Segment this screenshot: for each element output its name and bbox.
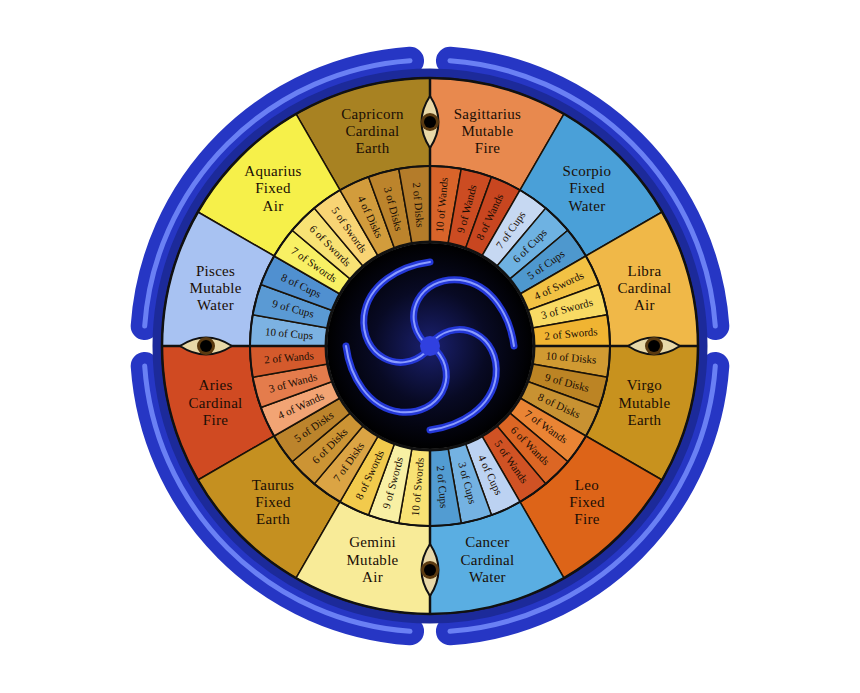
- swirl-glow: [346, 346, 446, 412]
- eye-iris: [197, 337, 215, 355]
- eye-outline: [422, 544, 439, 596]
- eye-pupil: [424, 116, 436, 128]
- swirl-core: [420, 336, 440, 356]
- axis-lines: [162, 78, 698, 614]
- zodiac-label: Sagittarius Mutable Fire: [454, 106, 521, 158]
- eye-symbol: [180, 337, 232, 355]
- swirl-glow: [364, 262, 430, 362]
- rim-band: [157, 73, 703, 619]
- swirl-stroke: [430, 330, 496, 430]
- swirl-arm: [430, 330, 496, 430]
- eye-pupil: [648, 340, 660, 352]
- zodiac-label: Taurus Fixed Earth: [252, 477, 294, 529]
- eye-symbol: [421, 544, 439, 596]
- zodiac-label: Pisces Mutable Water: [190, 263, 242, 315]
- tarot-decan-cell: 2 of Disks: [396, 164, 432, 246]
- axis-line: [162, 345, 326, 348]
- swirl-stroke: [364, 262, 430, 362]
- zodiac-label: Libra Cardinal Air: [617, 263, 671, 315]
- eye-iris: [421, 561, 439, 579]
- outer-border: [162, 78, 698, 614]
- sector-fill: [399, 166, 430, 244]
- swirl-glow: [414, 280, 514, 346]
- swirl-stroke: [414, 280, 514, 346]
- sector-fill: [250, 346, 328, 377]
- eye-symbol: [421, 96, 439, 148]
- zodiac-label: Capricorn Cardinal Earth: [341, 106, 404, 158]
- zodiac-label: Leo Fixed Fire: [569, 477, 605, 529]
- ring-border: [250, 166, 610, 526]
- tarot-decan-cell: 2 of Cups: [428, 446, 464, 528]
- eye-pupil: [424, 564, 436, 576]
- axis-line: [429, 450, 432, 614]
- zodiac-label: Aries Cardinal Fire: [189, 378, 243, 430]
- axis-line: [534, 345, 698, 348]
- swirl-glow: [430, 330, 496, 430]
- eye-iris: [645, 337, 663, 355]
- center-border: [326, 242, 534, 450]
- eye-outline: [628, 338, 680, 355]
- center-swirl: [346, 262, 514, 430]
- eye-iris: [421, 113, 439, 131]
- blue-rim: [145, 61, 716, 632]
- eye-outline: [422, 96, 439, 148]
- zodiac-label: Aquarius Fixed Air: [244, 163, 301, 215]
- zodiac-label: Virgo Mutable Earth: [618, 378, 670, 430]
- axis-line: [429, 78, 432, 242]
- swirl-arm: [364, 262, 430, 362]
- zodiac-label: Cancer Cardinal Water: [460, 535, 514, 587]
- zodiac-label: Gemini Mutable Air: [346, 535, 398, 587]
- swirl-stroke: [346, 346, 446, 412]
- eye-outline: [180, 338, 232, 355]
- tarot-decan-cell: 2 of Wands: [248, 344, 330, 380]
- sector-fill: [430, 448, 461, 526]
- eye-pupil: [200, 340, 212, 352]
- center-disc: [327, 243, 533, 449]
- zodiac-label: Scorpio Fixed Water: [563, 163, 612, 215]
- eye-symbol: [628, 337, 680, 355]
- swirl-arm: [346, 346, 446, 412]
- swirl-arm: [414, 280, 514, 346]
- sector-fill: [532, 315, 610, 346]
